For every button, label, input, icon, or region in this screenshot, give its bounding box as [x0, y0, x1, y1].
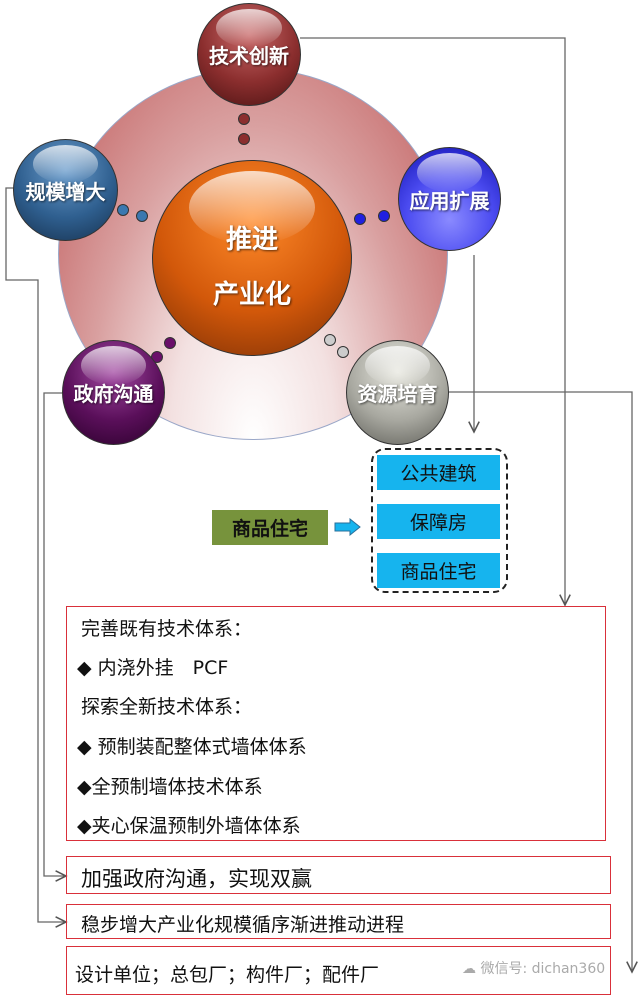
node-tech-label: 技术创新 [209, 44, 289, 68]
scale-connector [5, 187, 66, 922]
tech-line: 完善既有技术体系： [81, 618, 253, 640]
category-label: 公共建筑 [400, 463, 477, 485]
connector-dot [164, 337, 176, 349]
resource-connector [449, 391, 632, 972]
center-line2: 产业化 [212, 280, 291, 310]
tech-connector [300, 37, 565, 605]
right-arrow-icon [334, 518, 361, 536]
tech-box: 完善既有技术体系： ◆ 内浇外挂 PCF 探索全新技术体系： ◆ 预制装配整体式… [66, 606, 606, 841]
tech-line: ◆夹心保温预制外墙体体系 [77, 815, 301, 837]
connector-dot [238, 113, 250, 125]
connector-dot [136, 210, 148, 222]
connector-dot [354, 213, 366, 225]
node-app-label: 应用扩展 [409, 188, 490, 213]
scale-box-text: 稳步增大产业化规模循序渐进推动进程 [81, 914, 405, 936]
node-resource: 资源培育 [346, 340, 449, 445]
source-label: 商品住宅 [231, 518, 308, 540]
category-label: 保障房 [409, 512, 467, 534]
node-gov-label: 政府沟通 [73, 382, 154, 406]
source-label-box: 商品住宅 [212, 510, 328, 545]
category-affordable: 保障房 [377, 504, 500, 539]
node-scale: 规模增大 [13, 139, 118, 241]
resource-box: 设计单位；总包厂；构件厂；配件厂 [66, 946, 611, 995]
connector-dot [337, 346, 349, 358]
tech-line: ◆ 内浇外挂 PCF [77, 657, 229, 679]
watermark: ☁ 微信号: dichan360 [462, 958, 605, 978]
scale-box: 稳步增大产业化规模循序渐进推动进程 [66, 904, 611, 939]
node-app: 应用扩展 [398, 147, 501, 251]
node-scale-label: 规模增大 [25, 179, 106, 204]
tech-line: ◆ 预制装配整体式墙体体系 [77, 736, 307, 758]
gov-box: 加强政府沟通，实现双赢 [66, 856, 611, 894]
center-line1: 推进 [225, 225, 278, 255]
connector-dot [378, 210, 390, 222]
tech-line: ◆全预制墙体技术体系 [77, 776, 263, 798]
gov-connector [43, 392, 66, 876]
node-gov: 政府沟通 [62, 340, 165, 445]
gov-box-text: 加强政府沟通，实现双赢 [81, 867, 312, 891]
wechat-icon: ☁ [462, 961, 481, 977]
category-commercial: 商品住宅 [377, 553, 500, 588]
node-resource-label: 资源培育 [357, 382, 438, 406]
center-sphere: 推进 产业化 [152, 160, 352, 356]
connector-dot [117, 204, 129, 216]
tech-line: 探索全新技术体系： [81, 696, 253, 718]
connector-dot [324, 334, 336, 346]
node-tech: 技术创新 [197, 3, 301, 106]
category-public: 公共建筑 [377, 455, 500, 490]
category-label: 商品住宅 [400, 561, 477, 583]
watermark-text: 微信号: dichan360 [480, 961, 606, 977]
category-group [371, 448, 508, 593]
resource-box-text: 设计单位；总包厂；构件厂；配件厂 [75, 964, 380, 986]
connector-dot [238, 133, 250, 145]
